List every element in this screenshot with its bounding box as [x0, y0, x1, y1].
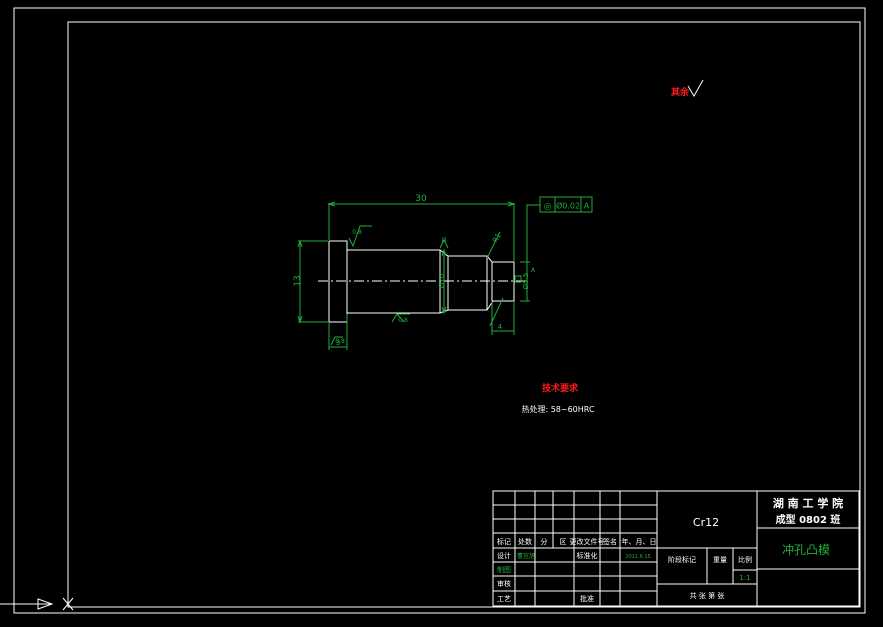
dim-left-diameter: 13 [293, 275, 303, 286]
drawing-label: 制图 [497, 565, 511, 574]
design-date: 2011.6.15 [625, 554, 650, 560]
roughness-symbol-icon [687, 79, 704, 97]
dim-shoulder-length: 3 [336, 339, 340, 347]
dim-overall-length: 30 [415, 194, 427, 204]
roughness-low: 0.8 [335, 338, 345, 345]
school-name: 湖 南 工 学 院 [773, 496, 843, 510]
outer-frame [13, 7, 866, 614]
tolerance-value: Ø0.02 [556, 201, 580, 211]
remaining-surface-note: 其余 [671, 86, 690, 98]
svg-text:比例: 比例 [738, 555, 752, 564]
roughness-left: 0.8 [352, 229, 362, 236]
svg-text:区: 区 [560, 538, 567, 546]
svg-text:年、月、日: 年、月、日 [622, 537, 657, 546]
svg-text:处数: 处数 [518, 537, 532, 546]
designer-name: 曹宜旭 [517, 552, 535, 560]
class-name: 成型 0802 班 [776, 513, 841, 526]
dim-tip-length: 4 [498, 323, 503, 331]
roughness-mid: 0.8 [398, 317, 408, 324]
dim-fillet-radius: R1 [491, 232, 503, 244]
svg-text:重量: 重量 [713, 556, 727, 564]
svg-text:审核: 审核 [497, 579, 511, 588]
svg-text:标记: 标记 [497, 537, 511, 546]
dim-middle-diameter: Ø10 [438, 274, 446, 288]
roughness-mid-top: Ø [442, 237, 447, 244]
datum-label: A [531, 267, 536, 274]
command-line-strip [0, 619, 883, 627]
svg-text:共 张 第 张: 共 张 第 张 [690, 591, 725, 600]
tech-requirements-title: 技术要求 [542, 382, 579, 394]
svg-text:阶段标记: 阶段标记 [668, 555, 696, 564]
tolerance-datum: A [584, 202, 590, 211]
part-name: 冲孔凸模 [782, 542, 830, 557]
dim-tip-diameter: Ø5.5 [522, 273, 530, 290]
title-strip [0, 0, 883, 6]
svg-text:设计: 设计 [497, 551, 511, 560]
svg-text:签名: 签名 [603, 537, 617, 546]
svg-text:更改文件号: 更改文件号 [570, 537, 605, 546]
tech-requirements-line: 热处理: 58~60HRC [521, 404, 594, 414]
svg-text:分: 分 [541, 537, 548, 546]
geometric-tolerance-frame[interactable]: ◎ Ø0.02 A [539, 196, 593, 213]
tolerance-symbol: ◎ [544, 202, 552, 212]
inner-frame [67, 21, 861, 608]
material: Cr12 [693, 516, 719, 529]
scale-value: 1:1 [739, 574, 750, 582]
ucs-axis-icon [0, 597, 74, 611]
svg-text:工艺: 工艺 [497, 595, 511, 603]
svg-text:批准: 批准 [580, 594, 594, 603]
title-block-headers: 标记 处数 分 区 更改文件号 签名 年、月、日 设计 标准化 审核 工艺 批准… [497, 537, 752, 603]
title-block[interactable] [492, 490, 860, 607]
dimension-lines [297, 201, 540, 350]
svg-text:标准化: 标准化 [577, 551, 598, 560]
